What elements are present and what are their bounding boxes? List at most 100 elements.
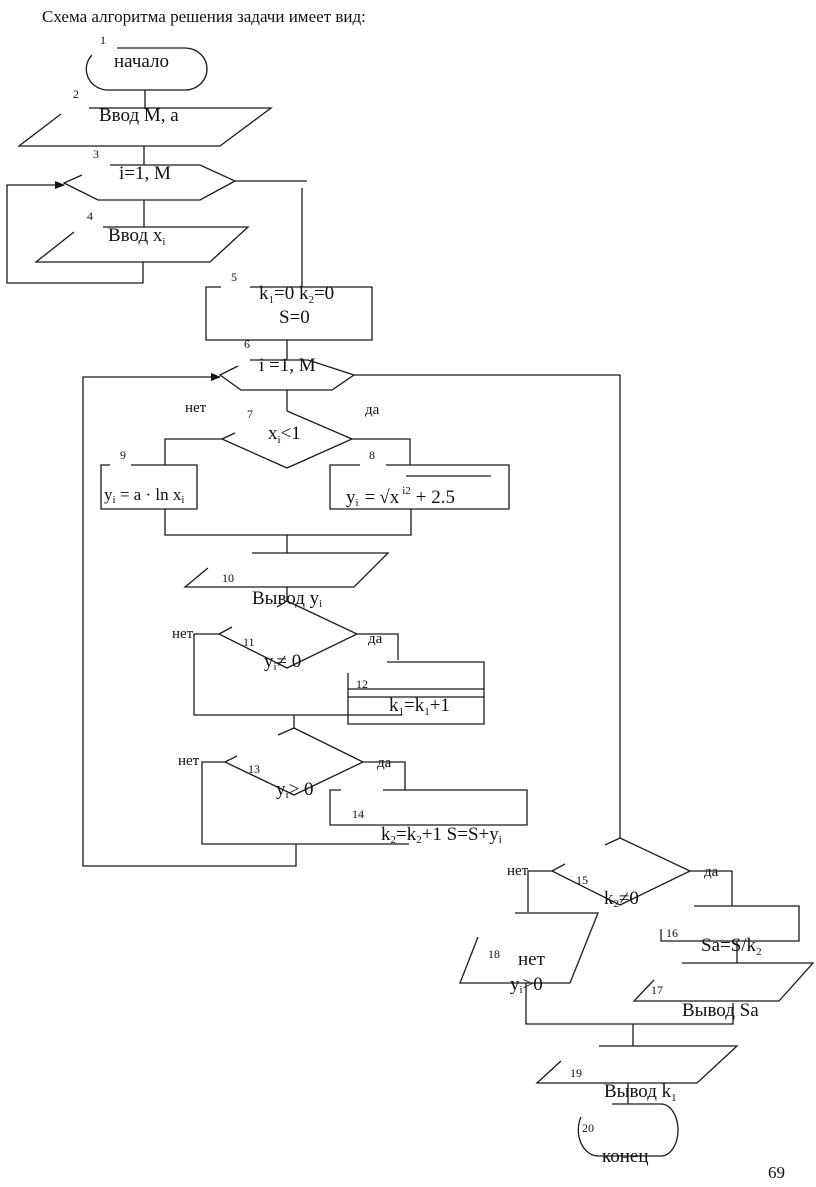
block-formula: yi = a · ln xi bbox=[104, 485, 184, 506]
block-text: Ввод xi bbox=[108, 225, 165, 248]
decision-shape bbox=[220, 410, 354, 469]
decision-shape bbox=[223, 727, 365, 796]
block-number: 15 bbox=[576, 873, 588, 887]
block-text: Вывод yi bbox=[252, 588, 322, 610]
block-19-output: 19 Вывод k1 bbox=[535, 1045, 739, 1104]
block-number: 18 bbox=[488, 947, 500, 961]
block-20-end: 20 конец bbox=[577, 1103, 679, 1167]
yes-branch-connector bbox=[363, 761, 406, 790]
io-shape bbox=[183, 552, 390, 588]
yes-label: да bbox=[365, 402, 380, 418]
yes-label: да bbox=[368, 631, 383, 647]
loop-back-arrow bbox=[82, 373, 297, 867]
block-11-decision: 11 yi≠ 0 нет да bbox=[172, 600, 383, 673]
block-text-line1: нет bbox=[518, 949, 546, 970]
block-text: k2=k2+1 S=S+yi bbox=[381, 824, 502, 846]
block-number: 19 bbox=[570, 1066, 582, 1080]
block-number: 6 bbox=[244, 337, 250, 351]
yes-branch-connector bbox=[357, 633, 399, 660]
page-title: Схема алгоритма решения задачи имеет вид… bbox=[42, 7, 366, 26]
block-number: 5 bbox=[231, 270, 237, 284]
block-text-line2: S=0 bbox=[279, 307, 310, 328]
block-13-decision: 13 yi> 0 нет да bbox=[178, 727, 392, 801]
block-number: 4 bbox=[87, 209, 93, 223]
block-number: 11 bbox=[243, 635, 255, 649]
no-label: нет bbox=[172, 626, 194, 642]
terminator-shape bbox=[577, 1103, 679, 1157]
block-text-line2: yi>0 bbox=[510, 974, 543, 996]
loop-exit-connector bbox=[354, 374, 621, 838]
loop-back-arrow bbox=[6, 181, 144, 284]
process-shape bbox=[660, 905, 800, 942]
block-7-decision: 7 xi<1 нет да bbox=[185, 400, 380, 469]
block-number: 16 bbox=[666, 926, 678, 940]
block-17-output: 17 Вывод Sa bbox=[632, 962, 815, 1021]
block-2-input: 2 Ввод M, a bbox=[17, 87, 273, 147]
block-14-process: 14 k2=k2+1 S=S+yi bbox=[329, 789, 528, 846]
no-branch-connector bbox=[527, 870, 552, 912]
process-shape bbox=[347, 661, 485, 725]
block-text: конец bbox=[602, 1146, 649, 1167]
io-shape bbox=[459, 912, 599, 984]
block-9-process: 9 yi = a · ln xi bbox=[100, 448, 198, 510]
block-text: Sa=S/k2 bbox=[701, 935, 762, 958]
merge-connector bbox=[164, 509, 412, 536]
block-text-line1: k1=0 k2=0 bbox=[259, 283, 334, 306]
block-number: 20 bbox=[582, 1121, 594, 1135]
block-4-input: 4 Ввод xi bbox=[34, 209, 250, 263]
decision-shape bbox=[550, 837, 692, 906]
block-text: i=1, M bbox=[119, 163, 171, 184]
no-label: нет bbox=[185, 400, 207, 416]
io-shape bbox=[535, 1045, 739, 1084]
yes-branch-connector bbox=[352, 438, 411, 465]
block-text: i =1, M bbox=[259, 355, 316, 376]
block-number: 3 bbox=[93, 147, 99, 161]
no-label: нет bbox=[507, 863, 529, 879]
io-shape bbox=[17, 107, 273, 147]
block-text: yi> 0 bbox=[276, 779, 314, 801]
block-18-output: 18 нет yi>0 bbox=[459, 912, 599, 996]
block-text: Вывод k1 bbox=[604, 1081, 677, 1104]
process-shape bbox=[205, 286, 373, 341]
block-16-process: 16 Sa=S/k2 bbox=[660, 905, 800, 958]
block-5-process: 5 k1=0 k2=0 S=0 bbox=[205, 270, 373, 341]
block-number: 12 bbox=[356, 677, 368, 691]
yes-label: да bbox=[704, 864, 719, 880]
block-text: k1=k1+1 bbox=[389, 695, 450, 718]
block-text: xi<1 bbox=[268, 423, 301, 446]
block-10-output: 10 Вывод yi bbox=[183, 552, 390, 610]
io-shape bbox=[34, 226, 250, 263]
block-15-decision: 15 k2≠0 нет да bbox=[507, 837, 719, 910]
block-number: 2 bbox=[73, 87, 79, 101]
block-1-start: 1 начало bbox=[85, 33, 208, 91]
block-number: 17 bbox=[651, 983, 663, 997]
block-number: 7 bbox=[247, 407, 253, 421]
process-shape bbox=[329, 789, 528, 826]
block-text: yi≠ 0 bbox=[264, 651, 301, 673]
no-label: нет bbox=[178, 753, 200, 769]
yes-label: да bbox=[377, 755, 392, 771]
process-shape bbox=[329, 464, 510, 510]
merge-connector bbox=[525, 983, 734, 1025]
page-number: 69 bbox=[768, 1163, 785, 1182]
block-text: начало bbox=[114, 51, 169, 72]
no-branch-connector bbox=[201, 761, 409, 845]
block-number: 8 bbox=[369, 448, 375, 462]
process-shape bbox=[100, 464, 198, 510]
block-number: 13 bbox=[248, 762, 260, 776]
block-number: 1 bbox=[100, 33, 106, 47]
terminator-shape bbox=[85, 47, 208, 91]
block-3-loop: 3 i=1, M bbox=[62, 147, 237, 201]
block-text: Вывод Sa bbox=[682, 1000, 759, 1021]
no-branch-connector bbox=[164, 438, 222, 465]
block-number: 14 bbox=[352, 807, 364, 821]
block-text: k2≠0 bbox=[604, 888, 639, 910]
decision-shape bbox=[217, 600, 359, 669]
block-number: 10 bbox=[222, 571, 234, 585]
yes-branch-connector bbox=[690, 870, 733, 906]
no-branch-connector bbox=[193, 633, 402, 716]
